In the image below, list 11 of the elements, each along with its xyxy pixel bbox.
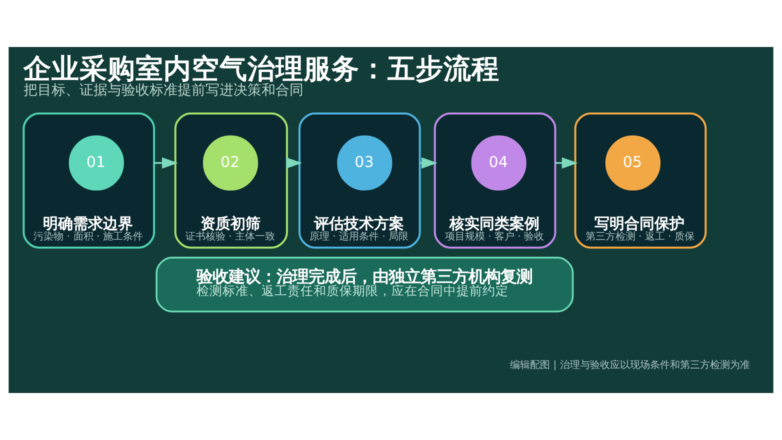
node-circle: 04: [471, 135, 526, 191]
arrow: [154, 157, 178, 169]
arrow: [555, 157, 578, 169]
node-circle: 05: [605, 135, 661, 191]
label: 编辑配图 | 治理与验收应以现场条件和第三方检测为准: [510, 360, 750, 371]
node-circle: 03: [337, 135, 392, 191]
arrow: [286, 157, 302, 169]
node-circle: 01: [68, 135, 124, 191]
caption: 把目标、证据与验收标准提前写进决策和合同: [24, 82, 304, 98]
node-circle: 02: [202, 135, 258, 191]
node-box: 验收建议：治理完成后，由独立第三方机构复测 检测标准、返工责任和质保期限，应在合同中提前约定: [156, 256, 574, 312]
